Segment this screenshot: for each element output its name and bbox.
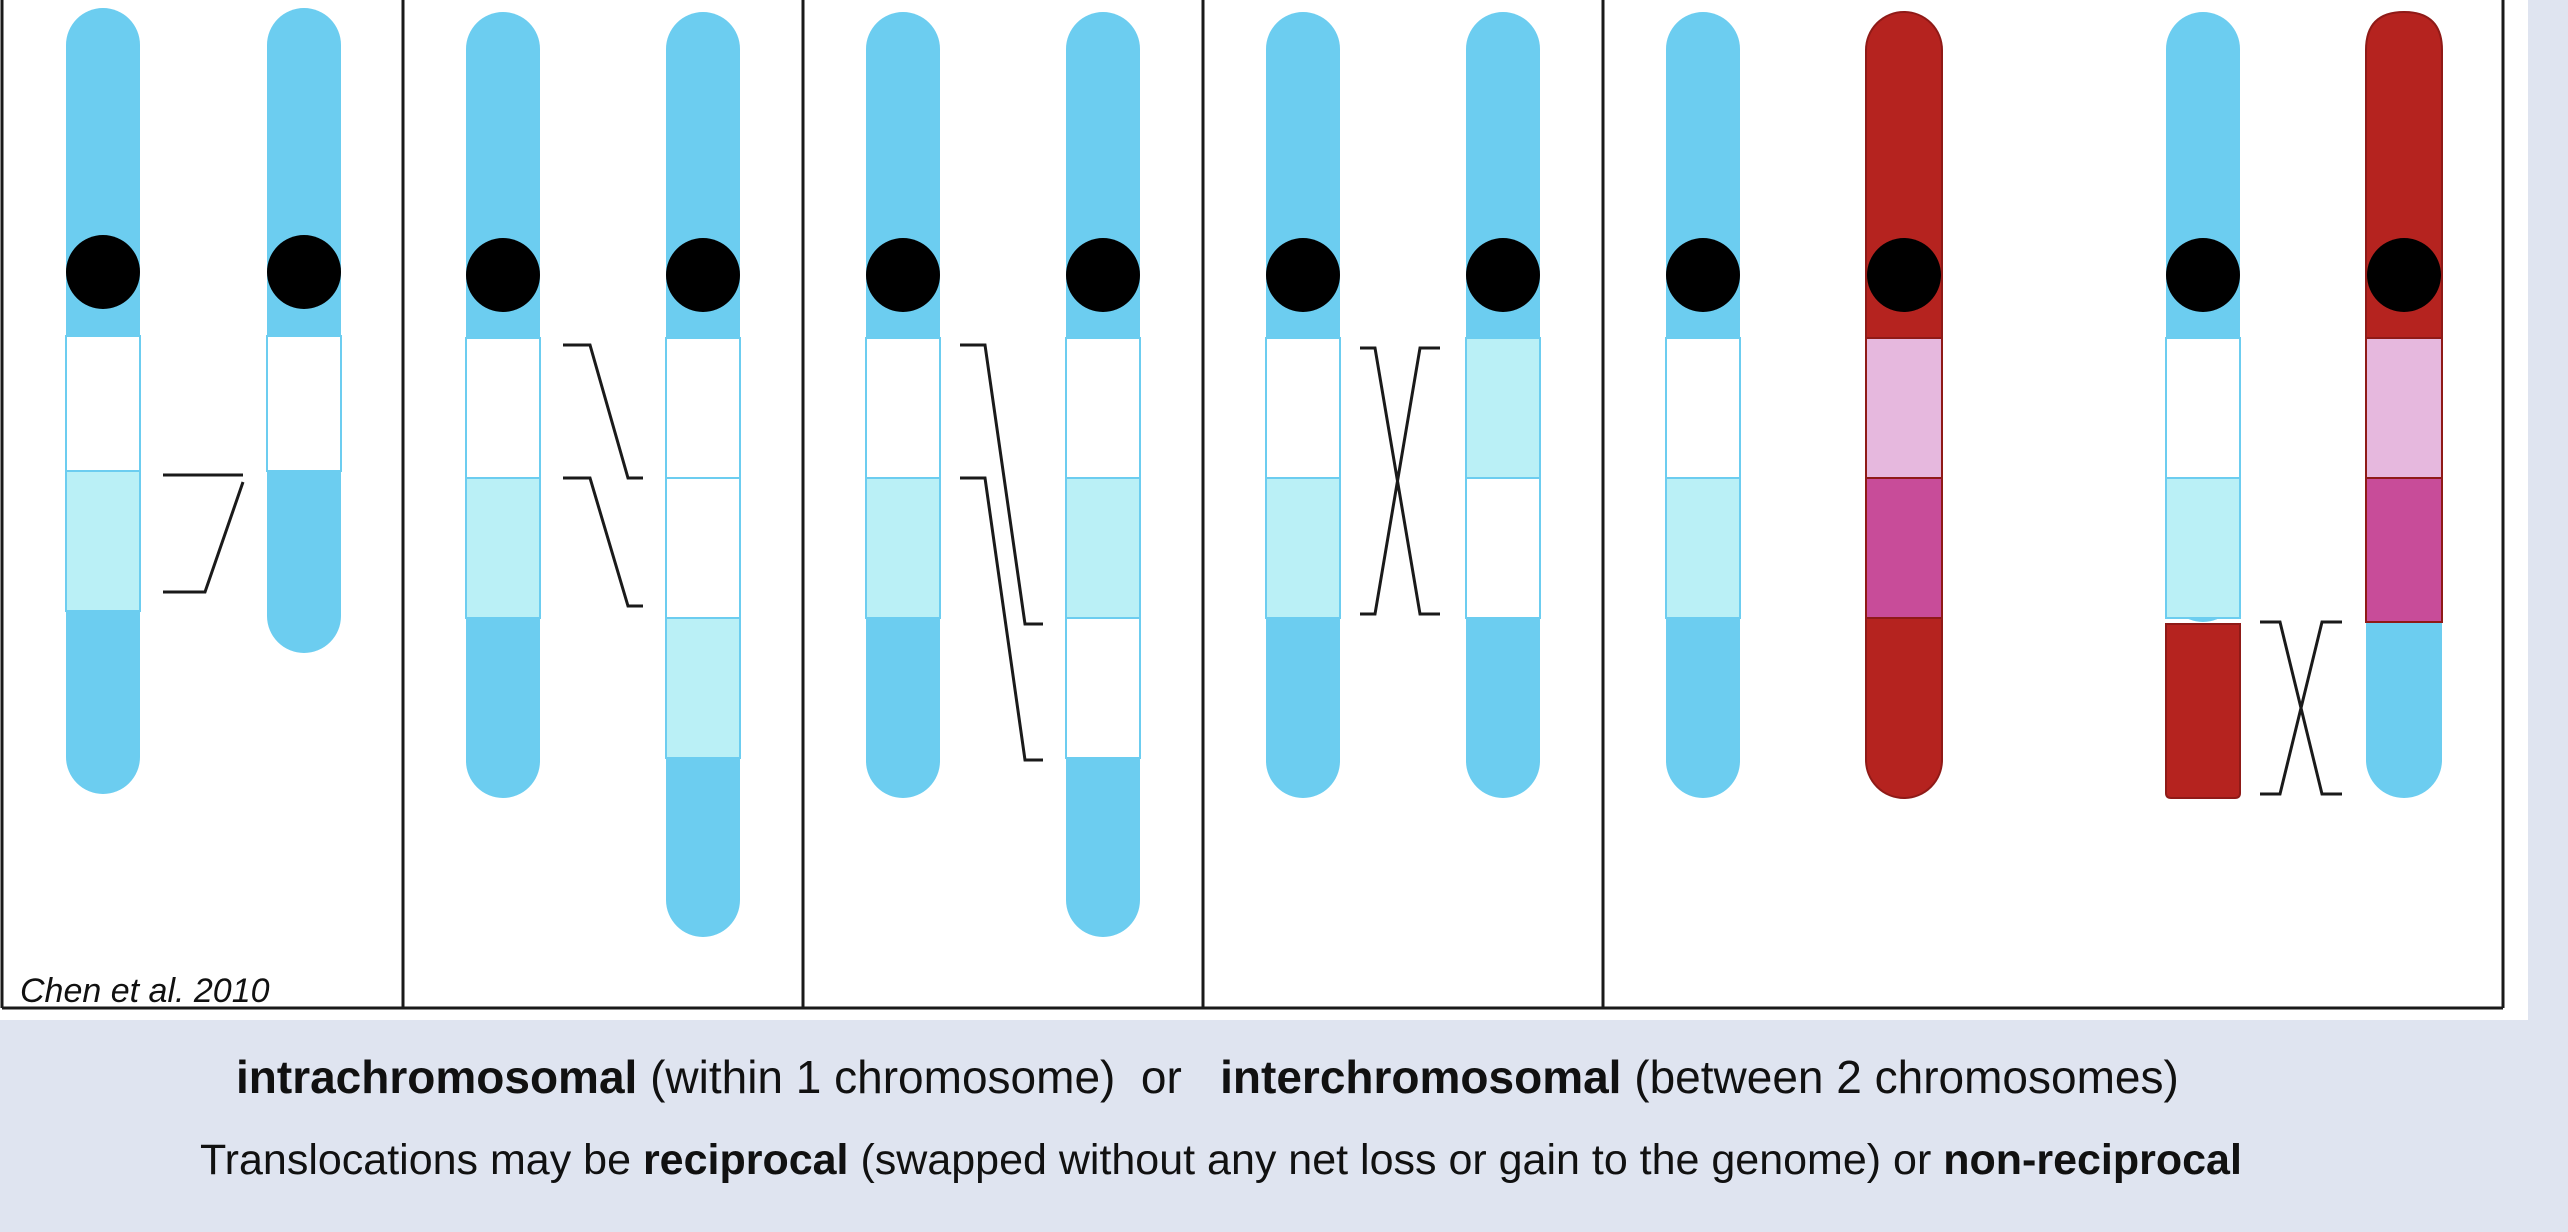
panel-5	[1665, 10, 2443, 799]
panel-4	[1265, 12, 1541, 798]
centromere	[1867, 238, 1941, 312]
intrachromosomal-description: (within 1 chromosome) or	[637, 1051, 1221, 1103]
chromosome	[266, 8, 342, 653]
translocation-diagram: Chen et al. 2010	[0, 0, 2528, 1020]
non-reciprocal-term: non-reciprocal	[1943, 1136, 2242, 1184]
centromere	[466, 238, 540, 312]
centromere	[1266, 238, 1340, 312]
reciprocal-term: reciprocal	[642, 1136, 849, 1184]
centromere	[1466, 238, 1540, 312]
panel-3	[865, 12, 1141, 937]
centromere	[1066, 238, 1140, 312]
interchromosomal-description: (between 2 chromosomes)	[1621, 1051, 2179, 1103]
translocation-bracket	[960, 343, 1043, 762]
translocated-red-segment	[2165, 623, 2241, 799]
chromosome	[2165, 12, 2241, 799]
centromere	[666, 238, 740, 312]
centromere	[66, 235, 140, 309]
chromosome	[1465, 12, 1541, 798]
centromere	[1666, 238, 1740, 312]
interchromosomal-term: interchromosomal	[1220, 1051, 1622, 1103]
translocation-bracket	[163, 473, 245, 594]
centromere	[267, 235, 341, 309]
caption-prefix: Translocations may be	[200, 1136, 643, 1184]
citation: Chen et al. 2010	[20, 972, 270, 1010]
translocation-bracket	[1360, 346, 1440, 616]
diagram-canvas: Chen et al. 2010	[0, 0, 2505, 1010]
panel-dividers	[0, 0, 2505, 1010]
caption-line-2: Translocations may be reciprocal (swappe…	[0, 1136, 2568, 1185]
caption-middle: (swapped without any net loss or gain to…	[848, 1136, 1944, 1184]
chromosome-red	[2365, 10, 2443, 798]
intrachromosomal-term: intrachromosomal	[236, 1051, 638, 1103]
caption-line-1: intrachromosomal (within 1 chromosome) o…	[0, 1050, 2568, 1104]
panel-2	[465, 12, 741, 937]
centromere	[2166, 238, 2240, 312]
chromosome	[1265, 12, 1341, 798]
chromosome	[1065, 12, 1141, 937]
panel-1	[65, 8, 342, 794]
translocation-bracket	[2260, 620, 2342, 796]
chromosome	[665, 12, 741, 937]
chromosome	[1665, 12, 1741, 798]
chromosome	[65, 8, 141, 794]
chromosome	[865, 12, 941, 798]
translocation-bracket	[563, 343, 643, 608]
chromosome	[465, 12, 541, 798]
chromosome-red	[1865, 11, 1943, 799]
centromere	[2367, 238, 2441, 312]
centromere	[866, 238, 940, 312]
